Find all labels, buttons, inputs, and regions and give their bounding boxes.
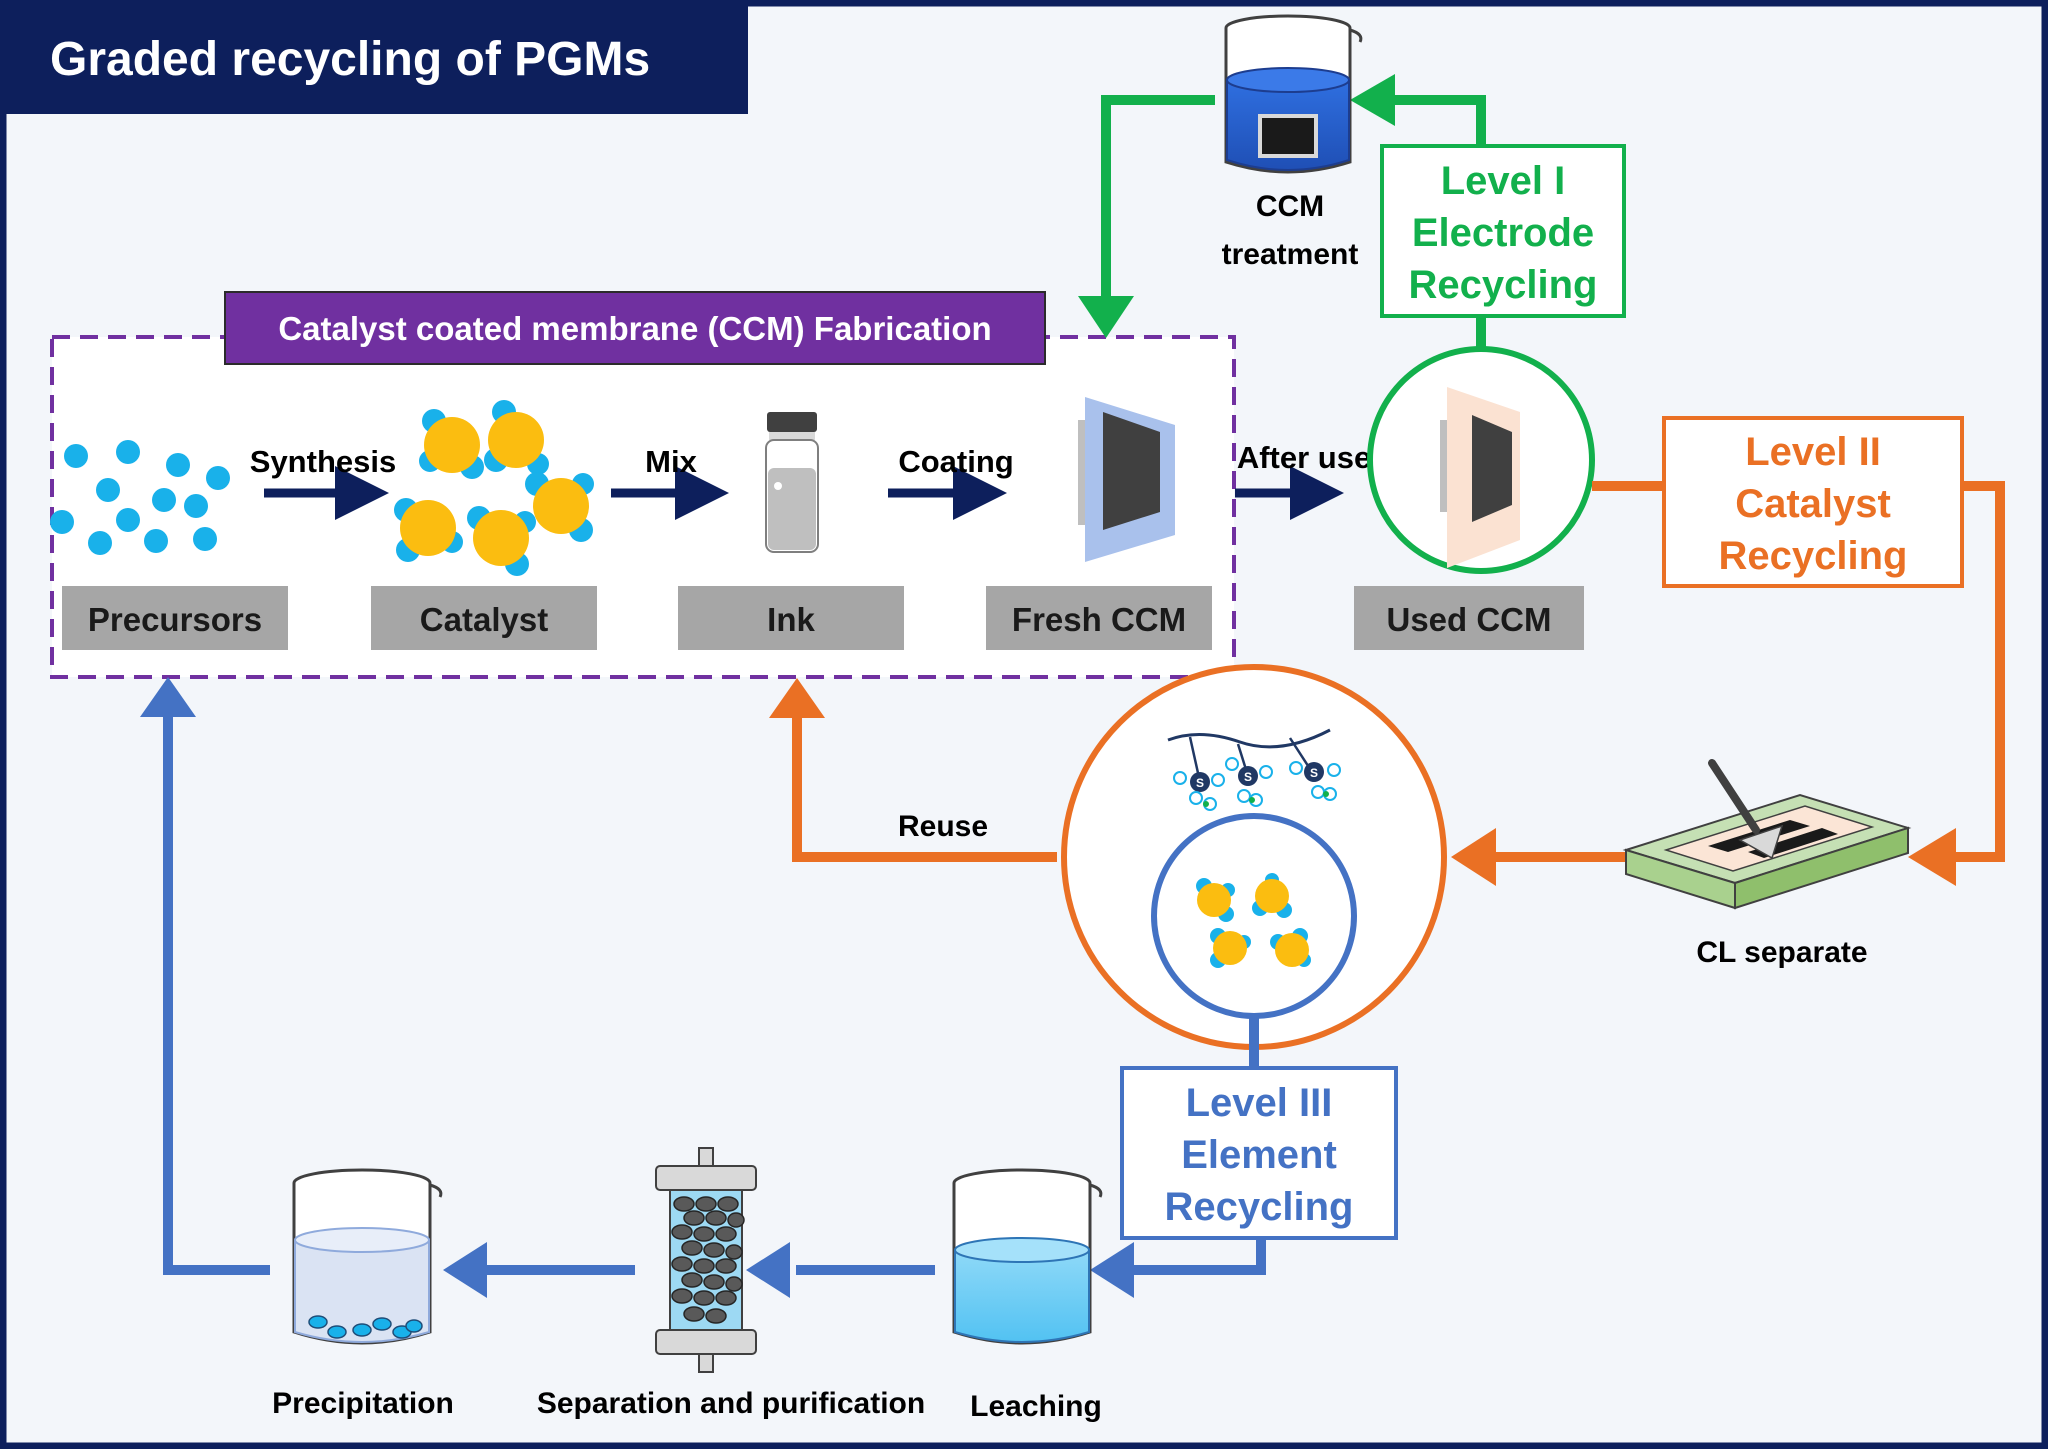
svg-text:Catalyst: Catalyst [420,601,548,638]
synthesis-label: Synthesis [250,444,396,479]
used-ccm-icon [1440,387,1520,568]
stage-label-precursors: Precursors [62,586,288,650]
level2-box: Level II Catalyst Recycling [1662,416,1964,588]
used-ccm-label: Used CCM [1354,586,1584,650]
catalyst-particles [394,400,594,576]
level3-arrowhead-separation [746,1242,790,1298]
level3-box: Level III Element Recycling [1120,1066,1398,1240]
ionomer-chain-icon: S S S [1167,728,1341,811]
fabrication-header [224,291,1046,365]
separation-label: Separation and purification [537,1387,925,1420]
svg-text:Recycling: Recycling [1409,263,1598,307]
level1-arrowhead-treatment [1350,74,1395,126]
svg-text:Element: Element [1181,1133,1337,1177]
svg-text:Catalyst: Catalyst [1735,482,1891,526]
ink-vial-icon [765,412,819,553]
svg-text:S: S [1244,770,1252,784]
level3-arrowhead-precursors [140,677,196,717]
level1-box: Level I Electrode Recycling [1380,144,1626,318]
fabrication-header-text: Catalyst coated membrane (CCM) Fabricati… [278,310,991,347]
recovered-catalyst-particles [1196,873,1311,968]
leaching-label: Leaching [970,1390,1102,1423]
svg-text:Level II: Level II [1745,430,1881,474]
precipitation-beaker-icon [292,1168,443,1345]
leaching-beaker-icon [952,1168,1103,1345]
level2-flow [792,481,2005,862]
svg-text:Recycling: Recycling [1719,534,1908,578]
title-banner [6,6,748,114]
after-use-label: After use [1237,440,1371,475]
level3-arrowhead-leaching [1090,1242,1134,1298]
title: Graded recycling of PGMs [50,33,650,86]
stage-label-fresh-ccm: Fresh CCM [986,586,1212,650]
svg-text:Fresh CCM: Fresh CCM [1012,601,1186,638]
svg-text:Precursors: Precursors [88,601,262,638]
stage-label-ink: Ink [678,586,904,650]
level2-arrowhead-cl [1908,828,1956,886]
svg-text:S: S [1310,766,1318,780]
svg-text:Used CCM: Used CCM [1386,601,1551,638]
cl-separate-label: CL separate [1696,936,1867,969]
svg-text:Electrode: Electrode [1412,211,1594,255]
svg-text:Ink: Ink [767,601,815,638]
fresh-ccm-icon [1078,397,1175,562]
svg-text:Recycling: Recycling [1165,1185,1354,1229]
cl-separate-icon [1622,759,1912,910]
level3-arrowhead-precipitation [443,1242,487,1298]
stage-label-catalyst: Catalyst [371,586,597,650]
ccm-treatment-label-2: treatment [1222,238,1359,271]
svg-text:Level III: Level III [1186,1081,1333,1125]
coating-label: Coating [898,444,1013,479]
reuse-label: Reuse [898,810,988,843]
level2-arrowhead-circle [1451,828,1496,886]
svg-text:S: S [1196,776,1204,790]
mix-label: Mix [645,444,697,479]
element-recycling-circle [1151,813,1357,1019]
treatment-beaker-icon [1224,14,1363,174]
level1-arrowhead-fabrication [1078,296,1134,338]
svg-text:Level I: Level I [1441,159,1566,203]
separation-column-icon [655,1147,757,1373]
precipitation-label: Precipitation [272,1387,454,1420]
level3-flow [163,712,1266,1275]
precursor-particles [50,440,230,555]
ccm-treatment-label-1: CCM [1256,190,1324,223]
reuse-arrowhead [769,678,825,718]
